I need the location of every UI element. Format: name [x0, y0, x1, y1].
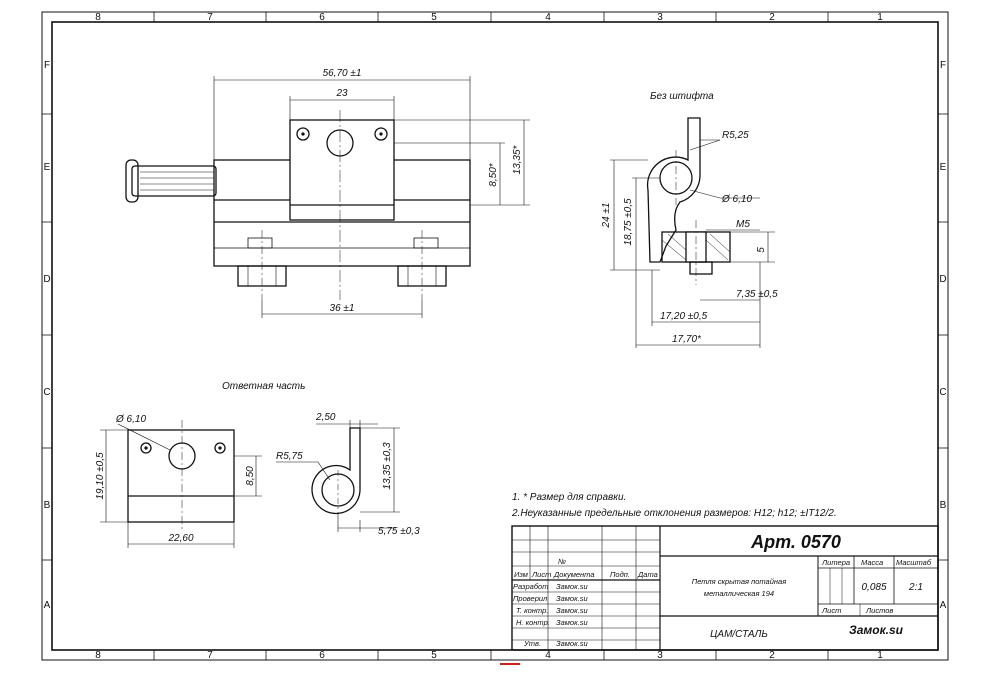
dim-mating-radius: R5,75	[276, 451, 303, 462]
zone-right-a: A	[940, 600, 947, 611]
zone-left-a: A	[44, 600, 51, 611]
zone-left-d: D	[43, 274, 50, 285]
zone-top-7: 7	[207, 12, 213, 23]
dim-mating-mid: 8,50	[245, 466, 256, 486]
side-dimensions	[610, 139, 775, 348]
tb-company-name: Замок.su	[849, 623, 904, 637]
dim-side-radius: R5,25	[722, 130, 749, 141]
tb-col-document: Документа	[553, 570, 595, 579]
outer-frame	[41, 11, 949, 661]
dim-side-offset-3: 17,70*	[672, 334, 702, 345]
tb-mass-value: 0,085	[861, 582, 886, 593]
zone-right-b: B	[940, 500, 947, 511]
tb-col-sign: Подп.	[610, 570, 630, 579]
main-dimensions	[213, 76, 530, 318]
zone-top-3: 3	[657, 12, 663, 23]
tb-sheet-label: Лист	[821, 606, 841, 615]
zone-top-2: 2	[769, 12, 775, 23]
dim-side-offset-1: 7,35 ±0,5	[736, 289, 778, 300]
zone-bottom-7: 7	[207, 650, 213, 661]
tb-mass-label: Масса	[861, 558, 883, 567]
tb-scale-label: Масштаб	[896, 558, 932, 567]
tb-role-tech-control: Т. контр.	[516, 606, 548, 615]
dim-side-thread: M5	[736, 219, 750, 230]
zone-top-4: 4	[545, 12, 551, 23]
tb-name-tech-control: Замок.su	[556, 606, 588, 615]
tb-name-norm-control: Замок.su	[556, 618, 588, 627]
zone-top-8: 8	[95, 12, 101, 23]
mating-side-dimensions	[276, 420, 400, 532]
dim-mating-height: 19,10 ±0,5	[95, 452, 106, 500]
main-view	[125, 110, 471, 300]
tb-litera-label: Литера	[821, 558, 850, 567]
mating-side-view	[311, 427, 361, 515]
tb-doc-number: №	[558, 557, 566, 566]
zone-top-5: 5	[431, 12, 437, 23]
dim-overall-width: 56,70 ±1	[323, 68, 362, 79]
dim-mating-side-height: 13,35 ±0,3	[382, 442, 393, 490]
tb-sheets-label: Листов	[865, 606, 893, 615]
dim-mating-hole: Ø 6,10	[115, 414, 146, 425]
tb-part-name-line2: металлическая 194	[704, 589, 774, 598]
zone-bottom-2: 2	[769, 650, 775, 661]
dim-side-height-b: 18,75 ±0,5	[623, 198, 634, 246]
dim-side-offset-2: 17,20 ±0,5	[660, 311, 708, 322]
side-view	[646, 117, 731, 285]
mating-view	[127, 420, 235, 530]
zone-bottom-6: 6	[319, 650, 325, 661]
tb-name-approved: Замок.su	[556, 639, 588, 648]
mating-dimensions	[100, 423, 262, 548]
note-1: 1. * Размер для справки.	[512, 492, 626, 503]
tb-role-checker: Проверил	[513, 594, 548, 603]
note-2: 2.Неуказанные предельные отклонения разм…	[511, 508, 837, 519]
tb-article-number: Арт. 0570	[750, 532, 841, 552]
zone-bottom-4: 4	[545, 650, 551, 661]
tb-name-developer: Замок.su	[556, 582, 588, 591]
dim-height-850: 8,50*	[488, 162, 499, 186]
zone-top-1: 1	[877, 12, 883, 23]
tb-part-name-line1: Петля скрытая потайная	[692, 577, 786, 586]
dim-side-small: 5	[756, 247, 767, 253]
dim-side-height-a: 24 ±1	[601, 203, 612, 229]
tb-scale-value: 2:1	[908, 582, 923, 593]
dim-mating-offset: 5,75 ±0,3	[378, 526, 420, 537]
zone-left-b: B	[44, 500, 51, 511]
zone-left-c: C	[43, 387, 50, 398]
zone-right-e: E	[940, 162, 947, 173]
zone-bottom-3: 3	[657, 650, 663, 661]
tb-col-list: Лист	[531, 570, 551, 579]
tb-name-checker: Замок.su	[556, 594, 588, 603]
zone-top-6: 6	[319, 12, 325, 23]
zone-bottom-8: 8	[95, 650, 101, 661]
zone-left-e: E	[44, 162, 51, 173]
dim-plate-width: 23	[335, 88, 348, 99]
tb-role-approved: Утв.	[523, 639, 541, 648]
zone-right-f: F	[940, 60, 946, 71]
title-block	[511, 525, 939, 651]
tb-col-izm: Изм	[514, 570, 528, 579]
zone-bottom-5: 5	[431, 650, 437, 661]
tb-col-date: Дата	[637, 570, 658, 579]
tb-material: ЦАМ/СТАЛЬ	[710, 629, 768, 640]
mating-view-label: Ответная часть	[222, 381, 305, 392]
zone-bottom-1: 1	[877, 650, 883, 661]
dim-side-hole: Ø 6,10	[721, 194, 752, 205]
side-view-label: Без штифта	[650, 90, 714, 102]
tb-role-norm-control: Н. контр.	[516, 618, 550, 627]
zone-right-d: D	[939, 274, 946, 285]
dim-mating-width: 22,60	[167, 533, 193, 544]
zone-right-c: C	[939, 387, 946, 398]
dim-height-1335: 13,35*	[512, 144, 523, 174]
dim-mating-thickness: 2,50	[315, 412, 336, 423]
inner-frame	[51, 21, 939, 651]
zone-left-f: F	[44, 60, 50, 71]
dim-bolt-spacing: 36 ±1	[330, 303, 355, 314]
tb-role-developer: Разработ	[513, 582, 548, 591]
